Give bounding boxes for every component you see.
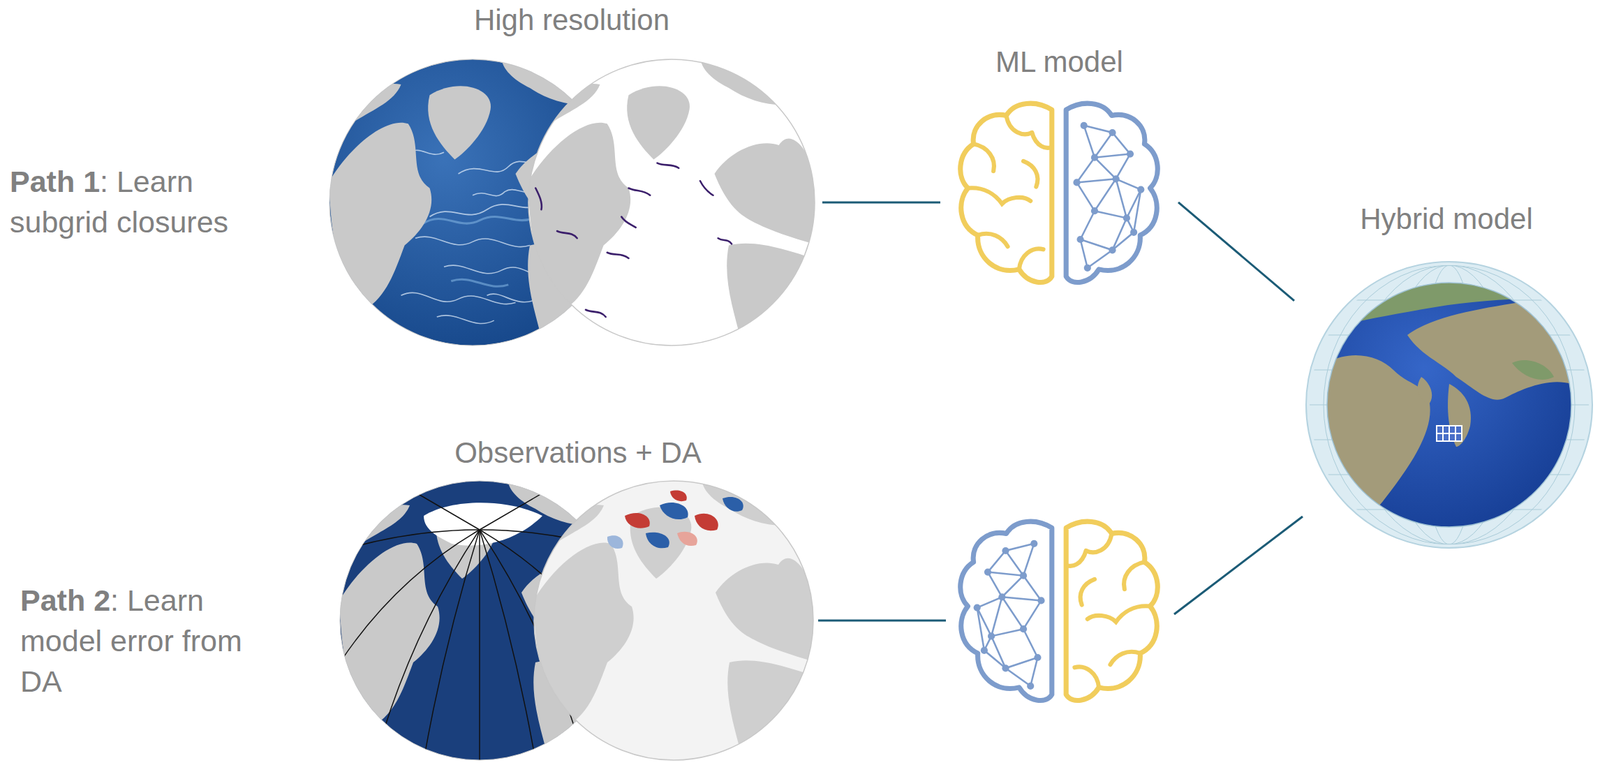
ml-model: ML model [940,41,1179,297]
node-heading: Observations + DA [328,432,828,471]
ml-brain [960,521,1159,701]
path-number: Path 1 [9,164,100,199]
globe-pair: High resolution [321,0,823,350]
path-label: Path 1: Learn subgrid closures [9,161,255,243]
node-heading: High resolution [321,0,823,38]
subgrid-globe [524,55,819,350]
hybrid-model: Hybrid model [1294,198,1599,555]
path-number: Path 2 [20,583,111,618]
path-label: Path 2: Learn model error from DA [20,580,265,702]
node-heading: ML model [940,41,1179,80]
hybrid-globe [1306,261,1593,548]
increment-globe [530,477,817,764]
connector-line [818,516,1303,621]
ml-brain [960,103,1159,283]
connector-line [1178,202,1295,301]
connector-line [822,201,941,204]
globe-pair: Observations + DA [328,432,828,765]
node-heading: Hybrid model [1294,198,1599,237]
